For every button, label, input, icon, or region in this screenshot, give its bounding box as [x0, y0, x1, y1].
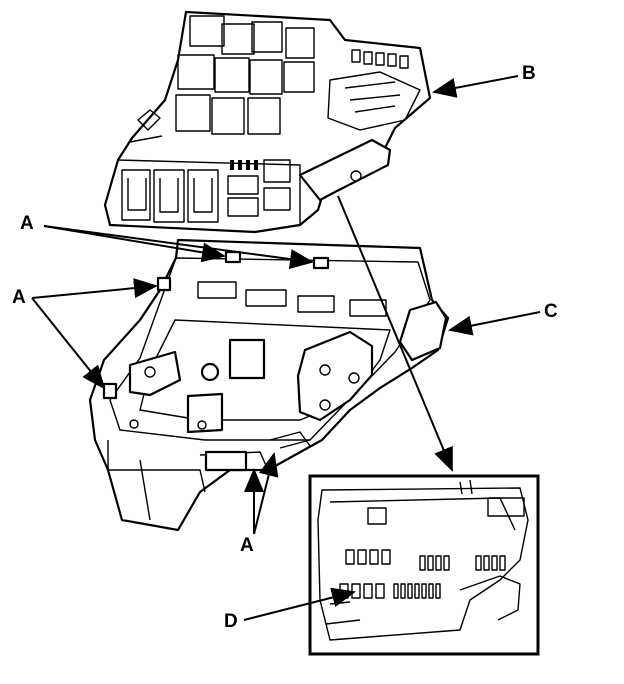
inset-detail-d: [308, 474, 540, 656]
junction-box-c: [88, 238, 450, 532]
callout-b: B: [522, 63, 536, 84]
callout-d: D: [224, 611, 238, 632]
callout-a-bottom: A: [240, 535, 254, 556]
callout-a-left: A: [12, 287, 26, 308]
callout-c: C: [544, 301, 558, 322]
leader-lines: [31, 75, 541, 621]
callout-a-top: A: [20, 213, 34, 234]
relay-box-cover-b: [103, 10, 432, 234]
